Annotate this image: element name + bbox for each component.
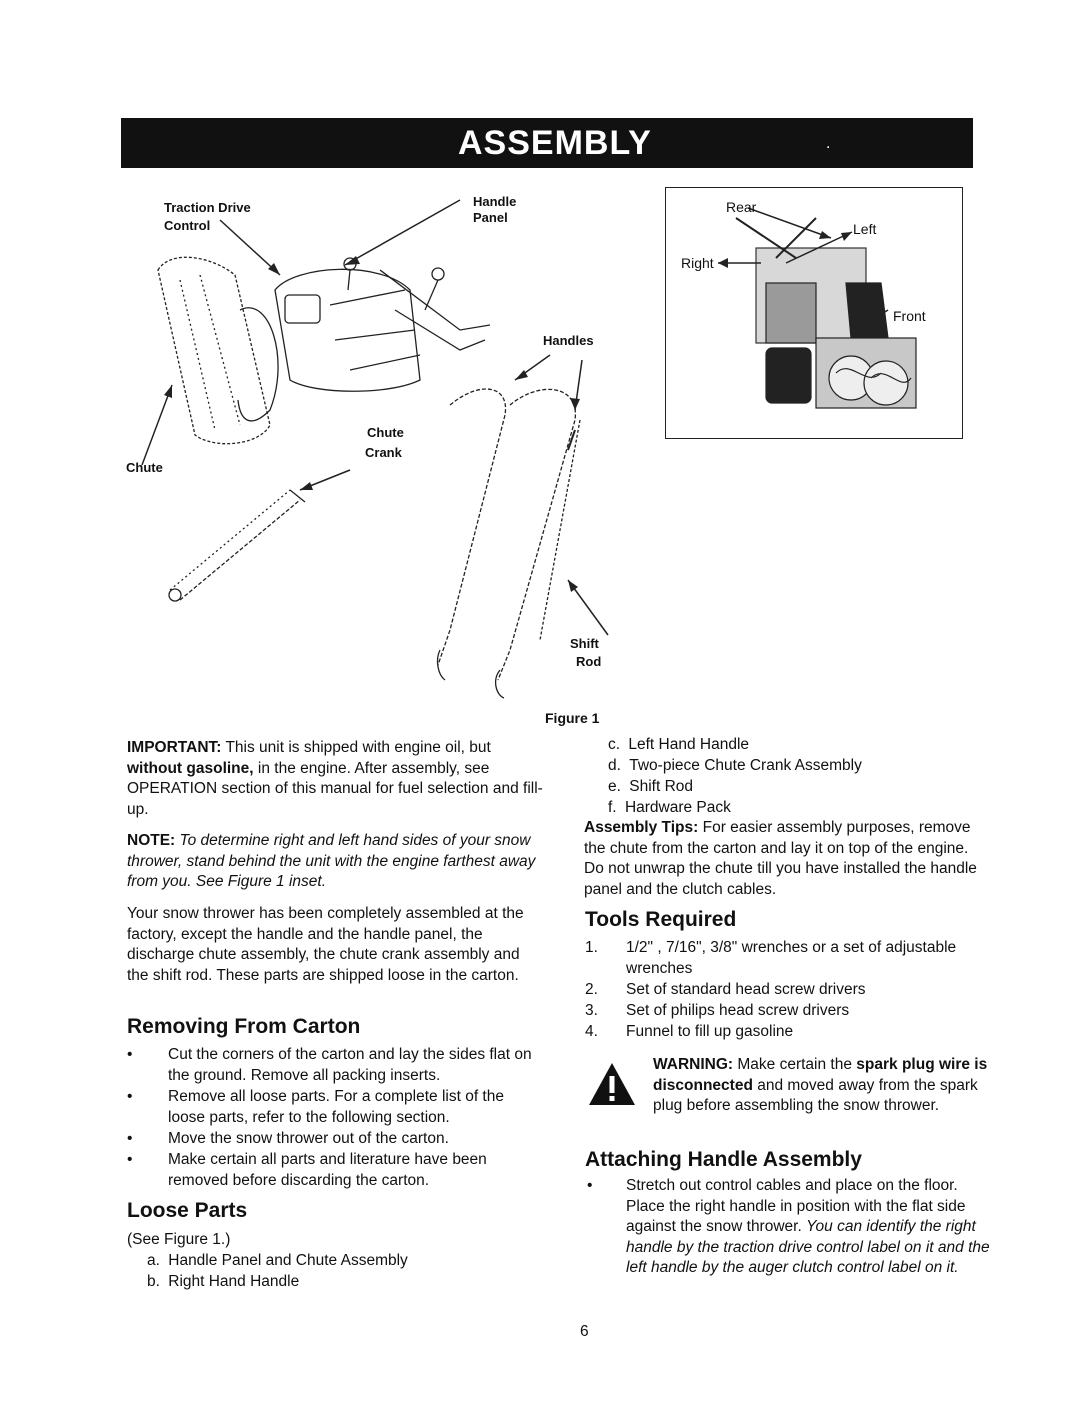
- removing-item: •Remove all loose parts. For a complete …: [127, 1087, 537, 1128]
- loose-part-text: Shift Rod: [629, 778, 694, 795]
- note-text: To determine right and left hand sides o…: [127, 832, 536, 890]
- loose-part-text: Handle Panel and Chute Assembly: [168, 1252, 408, 1269]
- assembly-tips-text: For easier assembly purposes, remove the…: [584, 819, 977, 898]
- assembly-tips-label: Assembly Tips:: [584, 819, 699, 836]
- inset-label-left: Left: [853, 221, 877, 237]
- removing-heading: Removing From Carton: [127, 1015, 361, 1038]
- figure-caption: Figure 1: [545, 710, 600, 726]
- tool-text: Set of standard head screw drivers: [626, 981, 866, 998]
- loose-part-letter: d.: [608, 757, 621, 774]
- loose-part-letter: e.: [608, 778, 621, 795]
- attaching-item: • Stretch out control cables and place o…: [587, 1176, 992, 1279]
- tool-item: 2. Set of standard head screw drivers: [585, 980, 985, 1001]
- tools-heading: Tools Required: [585, 908, 737, 931]
- tool-number: 1.: [585, 939, 598, 956]
- loose-part-letter: a.: [147, 1252, 160, 1269]
- tool-item: 4. Funnel to fill up gasoline: [585, 1022, 985, 1043]
- removing-item-text: Move the snow thrower out of the carton.: [168, 1130, 449, 1147]
- assembly-tips-paragraph: Assembly Tips: For easier assembly purpo…: [584, 818, 989, 900]
- note-label: NOTE:: [127, 832, 176, 849]
- removing-item-text: Make certain all parts and literature ha…: [168, 1151, 487, 1189]
- label-rod: Rod: [576, 654, 602, 669]
- attaching-heading: Attaching Handle Assembly: [585, 1148, 862, 1171]
- loose-part-text: Hardware Pack: [624, 799, 731, 816]
- loose-part-letter: c.: [608, 736, 621, 753]
- parts-illustration: [141, 199, 609, 699]
- intro-paragraph: Your snow thrower has been completely as…: [127, 905, 524, 984]
- label-handles: Handles: [543, 333, 594, 348]
- warning-bold: spark plug wire is disconnected: [653, 1056, 988, 1094]
- removing-item: •Move the snow thrower out of the carton…: [127, 1129, 537, 1150]
- important-text-1: This unit is shipped with engine oil, bu…: [221, 739, 491, 756]
- section-banner: ASSEMBLY .: [121, 118, 973, 168]
- tool-text: Funnel to fill up gasoline: [626, 1023, 794, 1040]
- important-label: IMPORTANT:: [127, 739, 222, 756]
- section-title: ASSEMBLY: [458, 124, 652, 162]
- snow-thrower-inset-drawing: [718, 207, 917, 409]
- label-panel: Panel: [473, 210, 508, 225]
- removing-item: •Cut the corners of the carton and lay t…: [127, 1045, 537, 1086]
- attaching-italic: You can identify the right handle by the…: [626, 1218, 990, 1276]
- removing-item-text: Cut the corners of the carton and lay th…: [168, 1046, 532, 1084]
- loose-part-item: c. Left Hand Handle: [608, 735, 749, 756]
- label-chute: Chute: [126, 460, 163, 475]
- loose-part-item: d. Two-piece Chute Crank Assembly: [608, 756, 862, 777]
- note-paragraph: NOTE: To determine right and left hand s…: [127, 831, 547, 893]
- loose-part-text: Two-piece Chute Crank Assembly: [629, 757, 862, 774]
- inset-label-rear: Rear: [726, 199, 757, 215]
- loose-part-item: a. Handle Panel and Chute Assembly: [147, 1251, 408, 1272]
- label-handle: Handle: [473, 194, 517, 209]
- removing-item-text: Remove all loose parts. For a complete l…: [168, 1088, 504, 1126]
- label-traction-drive: Traction Drive: [164, 200, 251, 215]
- attaching-text: Stretch out control cables and place on …: [626, 1177, 966, 1235]
- orientation-inset: [665, 187, 963, 439]
- loose-part-letter: b.: [147, 1273, 160, 1290]
- label-shift: Shift: [570, 636, 599, 651]
- warning-triangle-icon: [589, 1063, 635, 1105]
- tool-number: 3.: [585, 1002, 598, 1019]
- warning-text-1: Make certain the: [733, 1056, 857, 1073]
- tool-text: Set of philips head screw drivers: [626, 1002, 850, 1019]
- loose-part-text: Left Hand Handle: [628, 736, 750, 753]
- inset-label-right: Right: [681, 255, 714, 271]
- tool-text: 1/2" , 7/16", 3/8" wrenches or a set of …: [626, 939, 957, 977]
- label-chute-crank-2: Crank: [365, 445, 402, 460]
- warning-paragraph: WARNING: Make certain the spark plug wir…: [653, 1055, 993, 1117]
- warning-label: WARNING:: [653, 1056, 734, 1073]
- loose-part-letter: f.: [608, 799, 617, 816]
- tool-item: 3. Set of philips head screw drivers: [585, 1001, 985, 1022]
- loose-parts-heading: Loose Parts: [127, 1199, 248, 1222]
- loose-part-text: Right Hand Handle: [168, 1273, 300, 1290]
- important-text-2: in the engine. After assembly, see OPERA…: [127, 759, 543, 818]
- banner-dot: .: [826, 135, 831, 152]
- label-control: Control: [164, 218, 211, 233]
- loose-part-item: f. Hardware Pack: [608, 798, 731, 819]
- important-bold: without gasoline,: [127, 759, 254, 777]
- tool-number: 2.: [585, 981, 598, 998]
- removing-item: •Make certain all parts and literature h…: [127, 1150, 537, 1191]
- attaching-text-block: Stretch out control cables and place on …: [626, 1176, 992, 1279]
- label-chute-crank-1: Chute: [367, 425, 404, 440]
- tool-item: 1. 1/2" , 7/16", 3/8" wrenches or a set …: [585, 938, 985, 979]
- important-paragraph: IMPORTANT: This unit is shipped with eng…: [127, 738, 547, 820]
- loose-part-item: e. Shift Rod: [608, 777, 693, 798]
- see-figure-text: (See Figure 1.): [127, 1231, 231, 1248]
- page-number: 6: [580, 1323, 589, 1340]
- inset-label-front: Front: [893, 308, 926, 324]
- loose-part-item: b. Right Hand Handle: [147, 1272, 299, 1293]
- tool-number: 4.: [585, 1023, 598, 1040]
- warning-text-2: and moved away from the spark plug befor…: [653, 1076, 978, 1115]
